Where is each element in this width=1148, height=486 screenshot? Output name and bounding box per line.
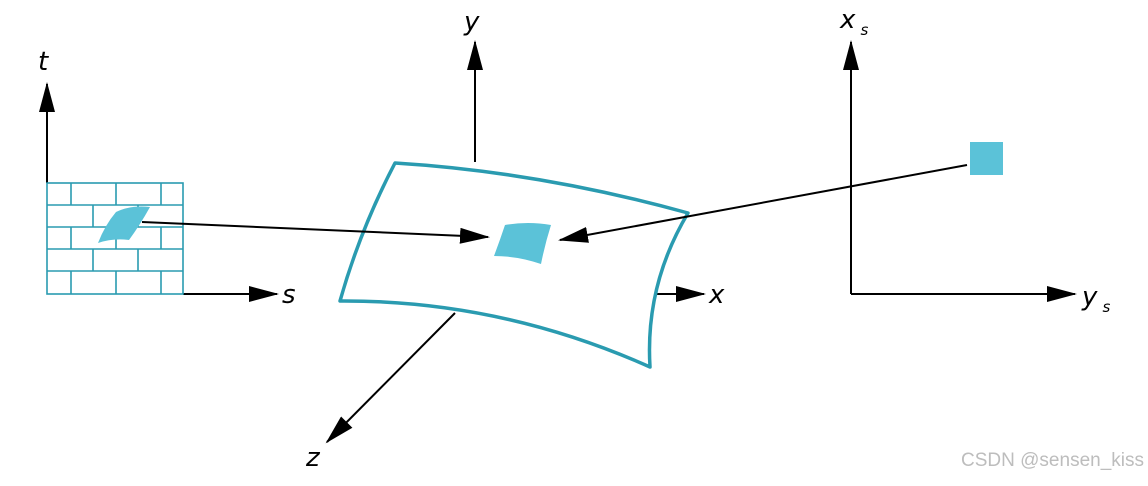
screen-space: x s y s [839, 5, 1110, 316]
z-axis-label: z [305, 443, 321, 473]
screen-pixel [970, 142, 1003, 175]
screen-y-axis-label: y s [1081, 282, 1110, 316]
watermark: CSDN @sensen_kiss [961, 450, 1144, 471]
texture-space: t s [38, 47, 296, 310]
screen-to-surface-arrow [558, 164, 968, 243]
screen-x-axis-base: x [839, 5, 856, 35]
t-axis-label: t [38, 47, 49, 77]
texture-patch [98, 206, 150, 243]
screen-y-axis-base: y [1081, 282, 1098, 312]
s-axis-label: s [282, 280, 296, 310]
brick-texture [46, 182, 184, 295]
surface-patch [494, 223, 551, 264]
object-space: y x z [305, 7, 725, 473]
x-axis-label: x [708, 280, 725, 310]
texture-to-surface-arrow [141, 221, 490, 244]
curved-surface [338, 161, 690, 369]
z-axis [325, 312, 456, 444]
screen-x-axis-sub: s [860, 21, 868, 39]
screen-y-axis-sub: s [1102, 298, 1110, 316]
y-axis-label: y [463, 7, 480, 37]
screen-x-axis-label: x s [839, 5, 868, 39]
